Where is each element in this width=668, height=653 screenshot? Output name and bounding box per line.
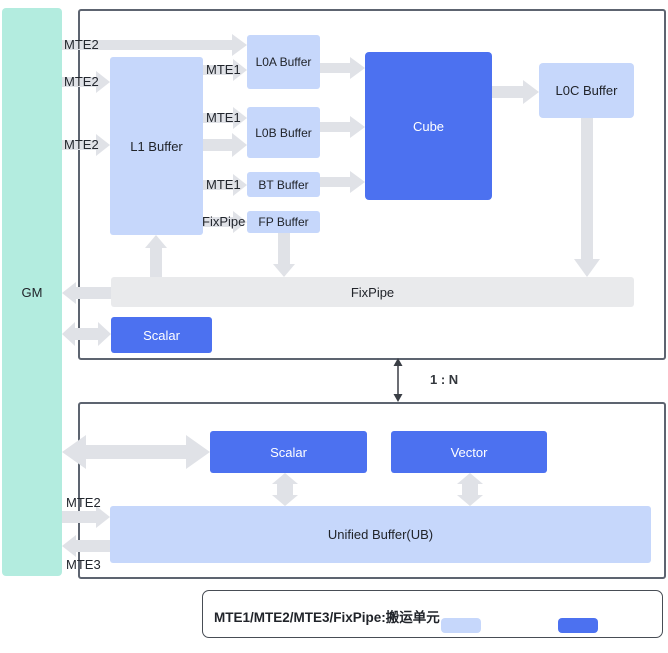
scalar-bottom-label: Scalar (270, 444, 307, 460)
arrow-l1-to-l0a-icon (203, 59, 247, 81)
gm-block: GM (2, 8, 62, 576)
arrow-scalar-ub-bidir-icon (272, 473, 298, 506)
arrow-l0c-to-fixpipe-icon (574, 118, 600, 277)
arrow-l1-to-fp-icon (203, 211, 247, 233)
arrow-vector-ub-bidir-icon (457, 473, 483, 506)
edge-label-mte2-1: MTE2 (64, 37, 99, 52)
scalar-top-block: Scalar (111, 317, 212, 353)
fixpipe-bar-label: FixPipe (350, 284, 395, 300)
edge-label-mte2-3: MTE2 (64, 137, 99, 152)
vector-label: Vector (450, 444, 488, 460)
l0a-buffer-label: L0A Buffer (255, 55, 312, 69)
arrow-fixpipe-to-gm-icon (62, 282, 111, 304)
bt-buffer-block: BT Buffer (247, 172, 320, 197)
vector-block: Vector (391, 431, 547, 473)
vector-core-section (78, 402, 666, 579)
arrow-ub-to-gm-icon (62, 535, 110, 557)
bt-buffer-label: BT Buffer (258, 177, 309, 192)
edge-label-mte1-2: MTE1 (206, 110, 241, 125)
legend-caption: MTE1/MTE2/MTE3/FixPipe:搬运单元 (214, 610, 440, 625)
arrow-l0a-to-cube-icon (320, 57, 365, 79)
edge-label-fixpipe: FixPipe (202, 214, 246, 229)
edge-label-mte1-1: MTE1 (206, 62, 241, 77)
edge-label-mte3: MTE3 (66, 557, 101, 572)
arrow-gm-to-ub-icon (62, 506, 110, 528)
unified-buffer-block: Unified Buffer(UB) (110, 506, 651, 563)
scalar-top-label: Scalar (143, 327, 180, 343)
arrow-fp-to-fixpipe-icon (273, 232, 295, 277)
edge-label-mte1-3: MTE1 (206, 177, 241, 192)
arrow-gm-to-l1-upper-icon (62, 71, 110, 93)
arrow-gm-scalar-top-bidir-icon (62, 322, 111, 346)
cube-block: Cube (365, 52, 492, 200)
arrow-cube-to-l0c-icon (492, 80, 539, 104)
gm-label: GM (21, 284, 43, 300)
l1-buffer-label: L1 Buffer (130, 138, 183, 154)
fp-buffer-block: FP Buffer (247, 211, 320, 233)
l0b-buffer-label: L0B Buffer (255, 125, 312, 140)
ratio-connector-icon (393, 358, 403, 402)
l0c-buffer-block: L0C Buffer (539, 63, 634, 118)
arrow-l1-to-l0b-lower-icon (203, 133, 247, 157)
unified-buffer-label: Unified Buffer(UB) (327, 527, 434, 542)
l0a-buffer-block: L0A Buffer (247, 35, 320, 89)
scalar-bottom-block: Scalar (210, 431, 367, 473)
arrow-gm-to-l0a-icon (62, 34, 247, 56)
fixpipe-bar-block: FixPipe (111, 277, 634, 307)
arrow-gm-to-l1-lower-icon (62, 134, 110, 156)
cube-label: Cube (412, 118, 445, 134)
cube-core-section (78, 9, 666, 360)
l0b-buffer-block: L0B Buffer (247, 107, 320, 158)
arrow-gm-scalar-bottom-bidir-icon (62, 435, 210, 469)
arrow-bt-to-cube-icon (320, 171, 365, 193)
l1-buffer-block: L1 Buffer (110, 57, 203, 235)
legend-compute-swatch (558, 618, 598, 633)
legend-storage-swatch (441, 618, 481, 633)
arrow-fixpipe-to-l1-icon (145, 235, 167, 277)
edge-label-mte2-2: MTE2 (64, 74, 99, 89)
arrow-l1-to-l0b-upper-icon (203, 107, 247, 129)
ratio-label: 1 : N (430, 372, 459, 387)
legend-box: MTE1/MTE2/MTE3/FixPipe:搬运单元 (202, 590, 663, 638)
fp-buffer-label: FP Buffer (258, 215, 309, 229)
l0c-buffer-label: L0C Buffer (555, 83, 618, 98)
arrow-l0b-to-cube-icon (320, 116, 365, 138)
edge-label-mte2-4: MTE2 (66, 495, 101, 510)
arrow-l1-to-bt-icon (203, 174, 247, 196)
